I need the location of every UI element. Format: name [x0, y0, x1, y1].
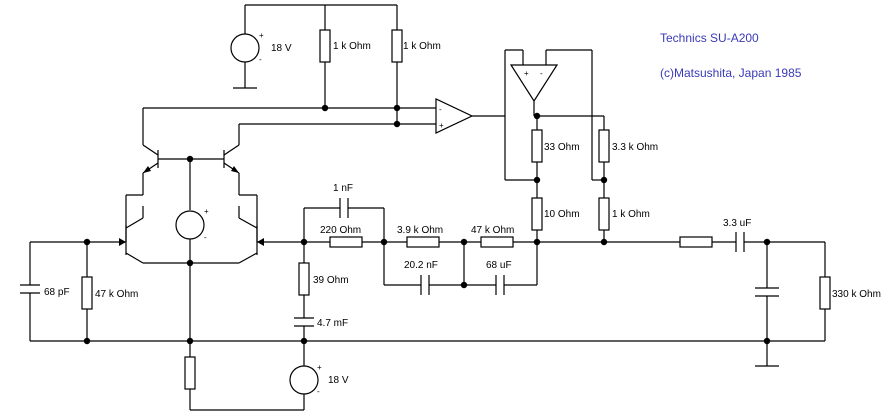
bottom-source-plus: + — [317, 363, 322, 372]
caption-title: Technics SU-A200 — [660, 31, 759, 45]
capacitor-68uf-label: 68 uF — [486, 260, 512, 271]
caption-block: Technics SU-A200 (c)Matsushita, Japan 19… — [660, 31, 802, 80]
caption-copyright: (c)Matsushita, Japan 1985 — [660, 66, 802, 80]
resistor-33 — [531, 129, 543, 163]
svg-text:+: + — [439, 121, 444, 130]
resistor-47k-mid — [480, 236, 514, 248]
resistor-input-47k-label: 47 k Ohm — [95, 289, 138, 300]
capacitor-68pf-label: 68 pF — [44, 287, 70, 298]
resistor-1k-right — [598, 197, 610, 231]
resistor-3k9-label: 3.9 k Ohm — [397, 225, 443, 236]
top-source-minus: - — [259, 55, 262, 64]
top-source-label: 18 V — [271, 43, 292, 54]
resistor-1k-right-label: 1 k Ohm — [612, 209, 650, 220]
feedback-input-network: 1 nF 220 Ohm 3.9 k Ohm 47 k Ohm 20.2 nF … — [257, 183, 680, 341]
resistor-3k9 — [406, 236, 440, 248]
resistor-33-label: 33 Ohm — [544, 142, 580, 153]
top-supply-section: + - 18 V 1 k Ohm 1 k Ohm — [230, 4, 441, 124]
differential-pair: + - — [119, 107, 436, 411]
top-voltage-source — [230, 33, 260, 63]
tail-current-source — [175, 210, 205, 240]
resistor-output-series — [679, 236, 713, 248]
tail-source-plus: + — [204, 207, 209, 216]
resistor-220-label: 220 Ohm — [320, 225, 361, 236]
capacitor-1nf-label: 1 nF — [333, 183, 353, 194]
resistor-top-1k-right-label: 1 k Ohm — [403, 41, 441, 52]
bottom-supply-section: + - 18 V — [289, 341, 349, 410]
resistor-330k — [819, 276, 831, 310]
resistor-top-1k-right — [391, 29, 403, 63]
tail-source-minus: - — [204, 233, 207, 242]
capacitor-3u3-label: 3.3 uF — [723, 218, 751, 229]
resistor-3k3 — [598, 129, 610, 163]
capacitor-20n2-label: 20.2 nF — [404, 260, 438, 271]
resistor-220 — [329, 236, 363, 248]
svg-text:+: + — [524, 69, 529, 78]
resistor-47k-mid-label: 47 k Ohm — [471, 225, 514, 236]
bottom-source-label: 18 V — [328, 375, 349, 386]
transistor-left — [142, 144, 159, 174]
resistor-3k3-label: 3.3 k Ohm — [612, 142, 658, 153]
main-op-amp: - + — [321, 98, 537, 181]
buffer-op-amp: + - — [504, 49, 604, 180]
top-source-plus: + — [259, 31, 264, 40]
svg-text:-: - — [540, 69, 543, 78]
output-stage: 33 Ohm 10 Ohm 3.3 k Ohm 1 k Ohm 3.3 uF — [531, 116, 881, 341]
resistor-330k-label: 330 k Ohm — [832, 289, 881, 300]
transistor-right — [223, 144, 240, 174]
bottom-source-minus: - — [317, 387, 320, 396]
resistor-10-label: 10 Ohm — [544, 209, 580, 220]
resistor-tail — [184, 356, 196, 390]
ground-rail — [30, 337, 825, 367]
resistor-top-1k-left-label: 1 k Ohm — [333, 41, 371, 52]
resistor-input-47k — [81, 276, 93, 310]
resistor-39-label: 39 Ohm — [313, 275, 349, 286]
resistor-top-1k-left — [319, 29, 331, 63]
svg-text:-: - — [439, 105, 442, 114]
capacitor-4m7-label: 4.7 mF — [317, 318, 348, 329]
bottom-voltage-source — [289, 365, 319, 395]
resistor-39 — [298, 262, 310, 296]
input-section: 68 pF 47 k Ohm — [20, 238, 138, 341]
resistor-10 — [531, 197, 543, 231]
